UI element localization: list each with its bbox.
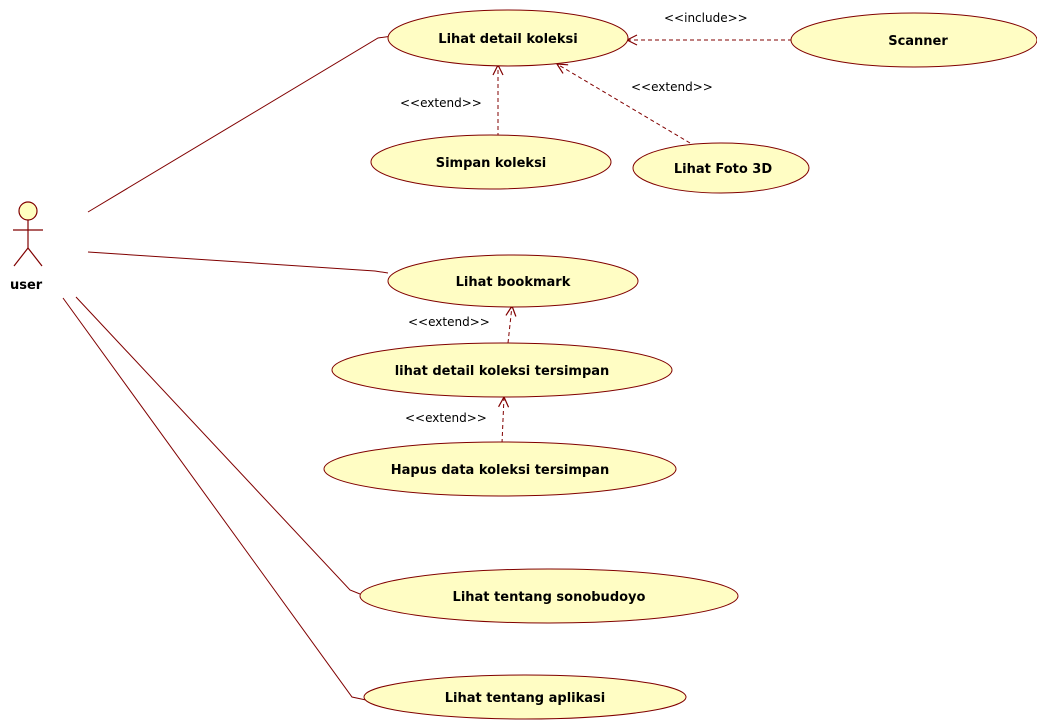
extend-label-simpan: <<extend>> [400,96,482,110]
assoc-lihat-detail-koleksi [87,35,393,213]
usecase-lihat-tentang-aplikasi[interactable]: Lihat tentang aplikasi [363,674,687,720]
usecase-scanner[interactable]: Scanner [790,12,1037,68]
actor-right-leg [27,247,43,267]
usecase-label: Lihat detail koleksi [438,32,577,47]
usecase-lihat-foto-3d[interactable]: Lihat Foto 3D [632,142,810,194]
usecase-label: Lihat tentang sonobudoyo [453,590,646,605]
extend-arrow-hapus [502,397,504,444]
usecase-label: Lihat bookmark [456,275,571,290]
extend-label-hapus: <<extend>> [405,411,487,425]
usecase-label: Lihat tentang aplikasi [445,691,605,706]
actor-left-leg [13,247,29,267]
usecase-lihat-bookmark[interactable]: Lihat bookmark [387,254,639,308]
usecase-lihat-detail-koleksi[interactable]: Lihat detail koleksi [387,9,629,67]
usecase-label: Hapus data koleksi tersimpan [391,463,609,478]
stereotype-labels: <<include>> <<extend>> <<extend>> <<exte… [400,11,748,425]
usecase-label: Lihat Foto 3D [674,162,773,177]
dependencies [498,40,792,444]
usecase-simpan-koleksi[interactable]: Simpan koleksi [370,134,612,190]
actor-head [18,201,38,221]
assoc-lihat-bookmark [87,251,389,274]
assoc-lihat-tentang-sonobudoyo [75,296,361,595]
include-label-scanner: <<include>> [664,11,748,25]
extend-label-foto3d: <<extend>> [631,80,713,94]
actor-user[interactable]: user [10,201,43,293]
usecase-hapus-data-koleksi-tersimpan[interactable]: Hapus data koleksi tersimpan [323,441,677,497]
extend-arrow-detail-tersimpan [508,306,512,344]
extend-arrow-foto3d [557,64,691,144]
usecase-label: Scanner [888,34,948,49]
associations [62,35,393,701]
usecase-label: Simpan koleksi [436,156,547,171]
extend-label-detail-tersimpan: <<extend>> [408,315,490,329]
usecase-lihat-detail-koleksi-tersimpan[interactable]: lihat detail koleksi tersimpan [331,342,673,398]
assoc-lihat-tentang-aplikasi [62,297,367,701]
usecase-lihat-tentang-sonobudoyo[interactable]: Lihat tentang sonobudoyo [359,568,739,624]
usecase-label: lihat detail koleksi tersimpan [395,364,610,379]
actor-label: user [10,278,43,293]
